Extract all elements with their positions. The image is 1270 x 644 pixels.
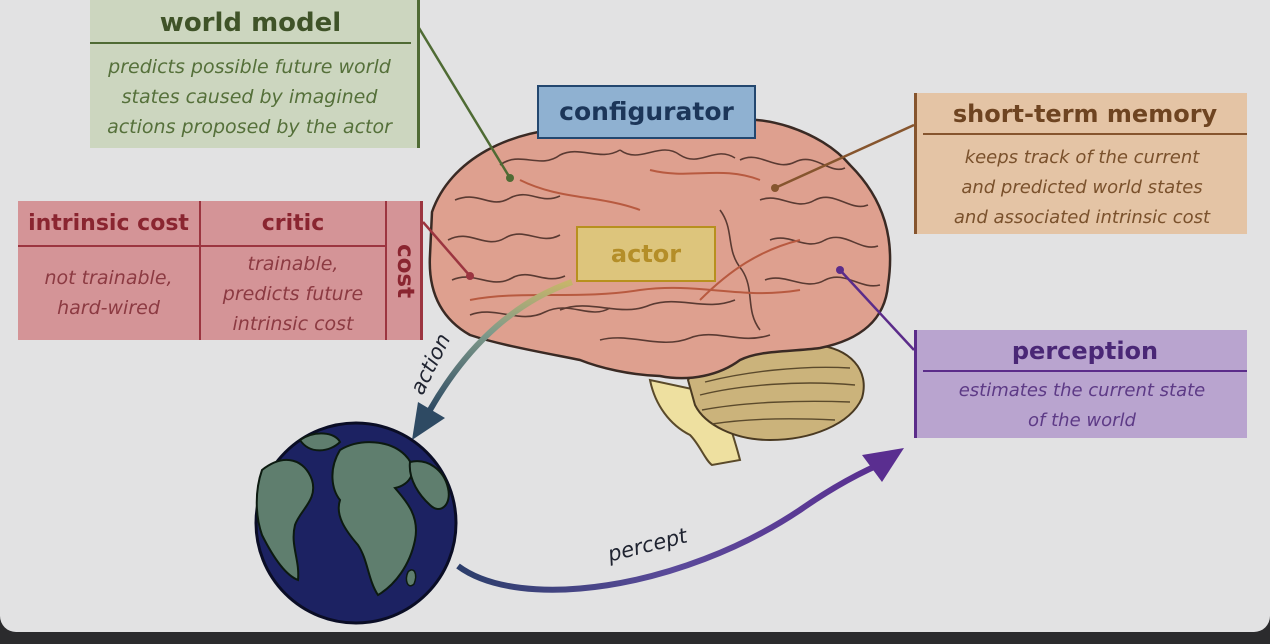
- percept-arrow: [456, 457, 892, 593]
- intrinsic-cost-description: not trainable, hard-wired: [44, 267, 173, 319]
- action-arrow: [427, 279, 573, 412]
- cost-label-column: cost: [391, 201, 419, 340]
- cost-box: intrinsic cost not trainable, hard-wired…: [18, 201, 423, 340]
- cost-label: cost: [392, 243, 418, 298]
- actor-box: actor: [576, 226, 716, 282]
- percept-arrowhead: [862, 448, 904, 482]
- short-term-memory-title: short-term memory: [923, 93, 1247, 135]
- configurator-box: configurator: [537, 85, 756, 139]
- perception-box: perception estimates the current state o…: [914, 330, 1247, 438]
- critic-cell: critic trainable, predicts future intrin…: [201, 201, 387, 340]
- earth-globe-icon: [254, 421, 458, 625]
- world-model-box: world model predicts possible future wor…: [90, 0, 420, 148]
- world-model-description: predicts possible future world states ca…: [107, 56, 392, 138]
- short-term-memory-box: short-term memory keeps track of the cur…: [914, 93, 1247, 234]
- configurator-title: configurator: [559, 97, 734, 126]
- actor-title: actor: [610, 240, 682, 268]
- perception-title: perception: [923, 330, 1247, 372]
- action-arrowhead: [412, 402, 445, 440]
- perception-connector: [839, 269, 915, 351]
- memory-connector: [774, 123, 915, 190]
- intrinsic-cost-title: intrinsic cost: [18, 201, 199, 247]
- critic-title: critic: [201, 201, 385, 247]
- perception-description: estimates the current state of the world: [958, 380, 1206, 431]
- cost-connector: [422, 221, 471, 277]
- brain-illustration: [428, 111, 892, 467]
- world-model-title: world model: [90, 0, 411, 44]
- critic-description: trainable, predicts future intrinsic cos…: [222, 253, 364, 335]
- short-term-memory-description: keeps track of the current and predicted…: [953, 147, 1211, 228]
- intrinsic-cost-cell: intrinsic cost not trainable, hard-wired: [18, 201, 201, 340]
- world-model-connector: [417, 27, 512, 179]
